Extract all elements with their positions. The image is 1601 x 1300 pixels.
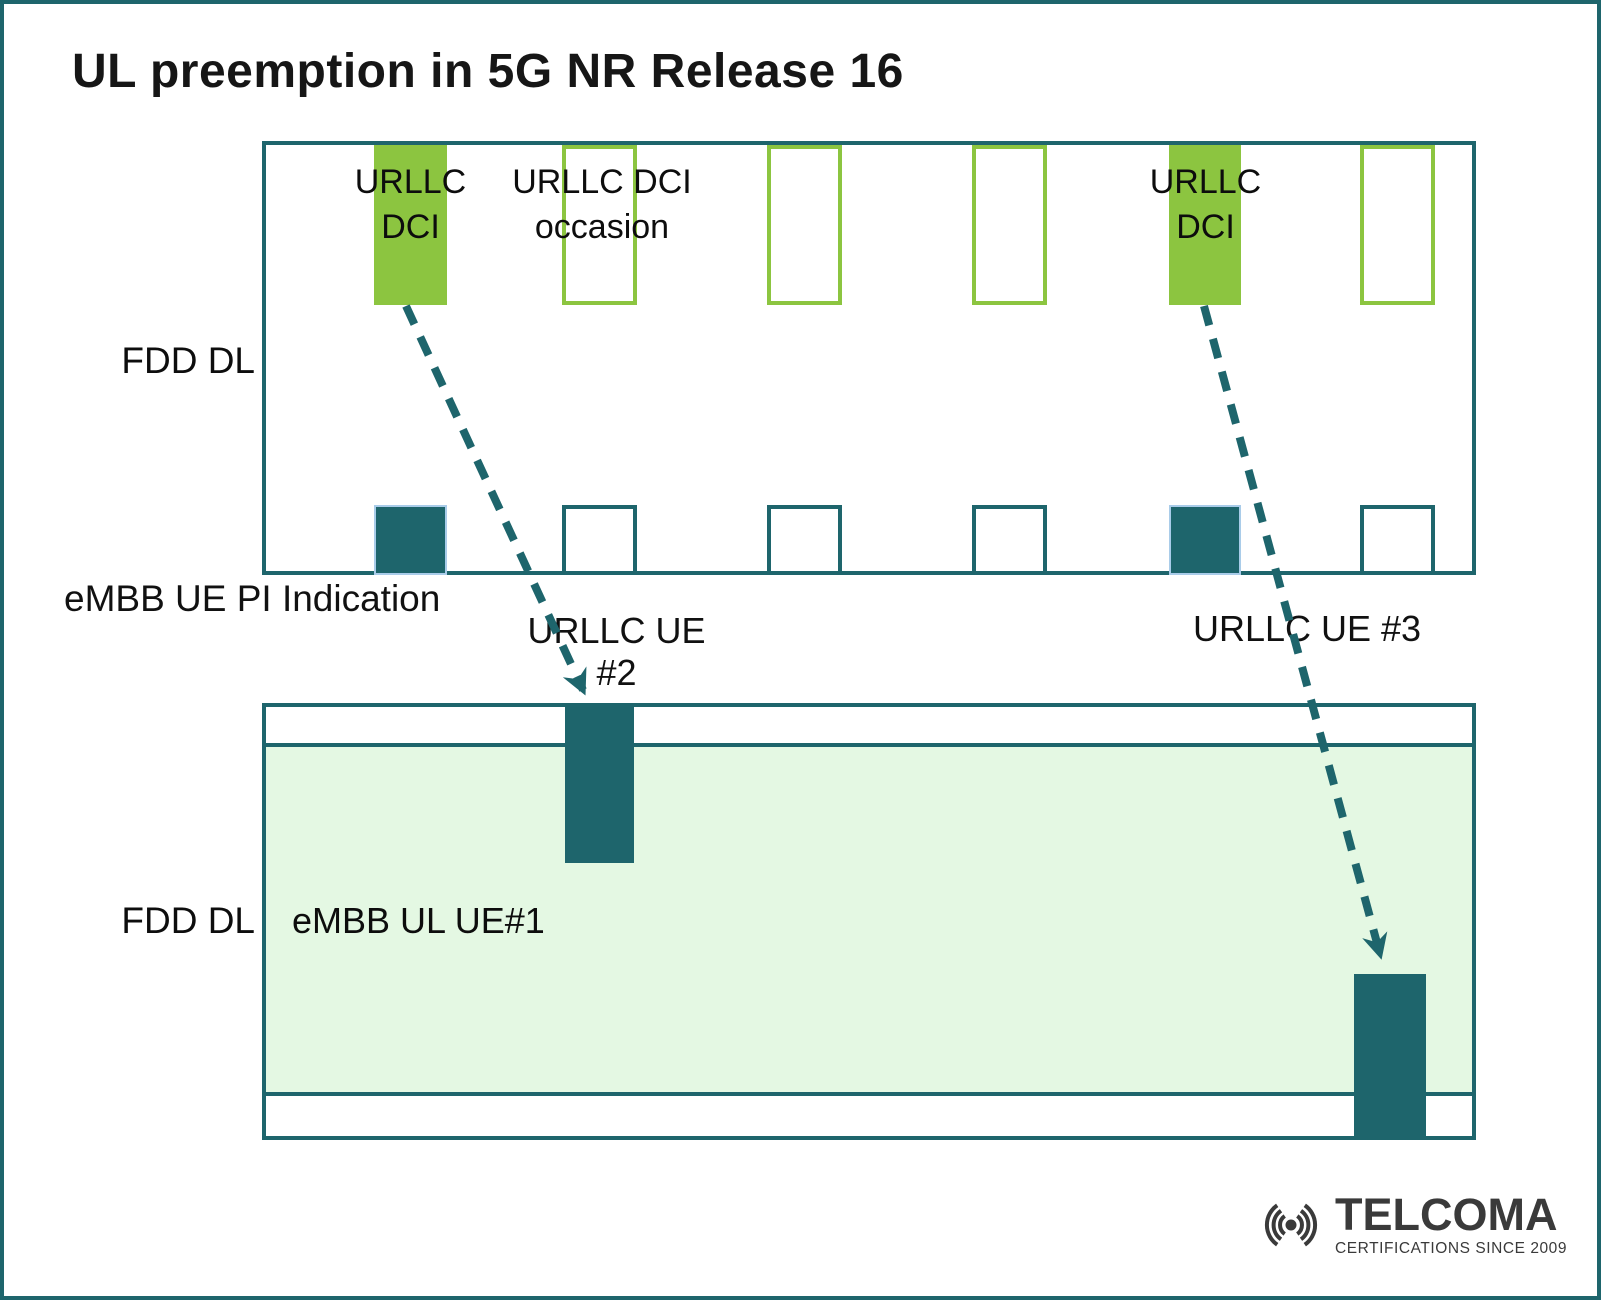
pi-indication-square-1 bbox=[374, 505, 447, 575]
pi-occasion-square-3 bbox=[972, 505, 1047, 575]
urllc-ue2-label: URLLC UE #2 bbox=[527, 610, 706, 693]
logo-brand: TELCOMA bbox=[1335, 1189, 1558, 1241]
urllc-dci-label-2: URLLC DCI bbox=[1129, 160, 1282, 250]
urllc-dci-occasion-box-3 bbox=[972, 145, 1047, 305]
urllc-ue3-label: URLLC UE #3 bbox=[1192, 608, 1422, 649]
urllc-dci-occasion-label: URLLC DCI occasion bbox=[474, 160, 730, 250]
pi-occasion-square-4 bbox=[1360, 505, 1435, 575]
logo-text: TELCOMA CERTIFICATIONS SINCE 2009 bbox=[1335, 1189, 1567, 1258]
urllc-dci-label-1: URLLC DCI bbox=[334, 160, 487, 250]
occasion-label-line1: URLLC DCI bbox=[512, 163, 692, 201]
urllc-dci-occasion-box-2 bbox=[767, 145, 842, 305]
occasion-label-line2: occasion bbox=[534, 207, 670, 246]
pi-indication-square-2 bbox=[1169, 505, 1241, 575]
urllc-dci-block-2 bbox=[1169, 145, 1241, 305]
embb-ul-ue1-label: eMBB UL UE#1 bbox=[292, 900, 545, 941]
pi-occasion-square-2 bbox=[767, 505, 842, 575]
radio-waves-icon bbox=[1264, 1203, 1318, 1247]
urllc-dci-label-2-line1: URLLC bbox=[1149, 163, 1262, 201]
urllc-dci-occasion-box-1 bbox=[562, 145, 637, 305]
urllc-dci-occasion-box-4 bbox=[1360, 145, 1435, 305]
pi-occasion-square-1 bbox=[562, 505, 637, 575]
urllc-dci-label-2-line2: DCI bbox=[1176, 207, 1235, 246]
logo-tagline: CERTIFICATIONS SINCE 2009 bbox=[1335, 1239, 1567, 1257]
telcoma-logo: TELCOMA CERTIFICATIONS SINCE 2009 bbox=[1251, 1189, 1567, 1258]
pi-indication-label: eMBB UE PI Indication bbox=[64, 578, 441, 619]
slide-title: UL preemption in 5G NR Release 16 bbox=[72, 45, 904, 98]
urllc-dci-label-1-line1: URLLC bbox=[354, 163, 467, 201]
urllc-ue2-transmission-block bbox=[565, 703, 634, 863]
fdd-dl-label-top: FDD DL bbox=[121, 340, 255, 381]
fdd-dl-label-bottom: FDD DL bbox=[121, 900, 255, 941]
urllc-ue3-transmission-block bbox=[1354, 974, 1426, 1137]
urllc-dci-block-1 bbox=[374, 145, 447, 305]
urllc-dci-label-1-line2: DCI bbox=[381, 207, 440, 246]
